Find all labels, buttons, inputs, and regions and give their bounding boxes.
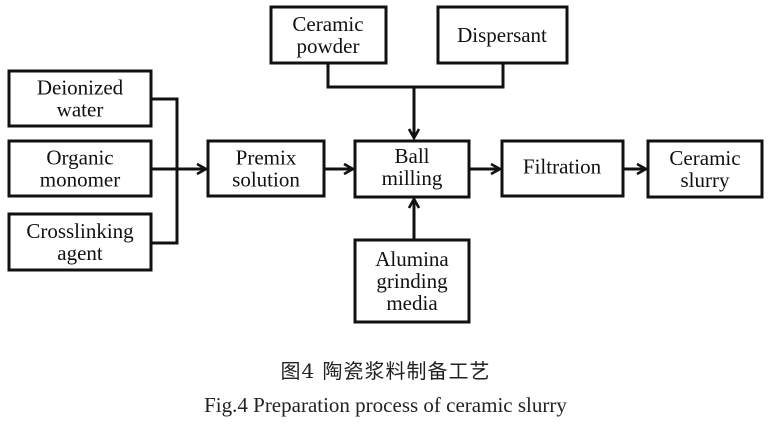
node-label-line: Ball (395, 144, 430, 168)
node-label-line: powder (297, 34, 360, 58)
connectors (151, 63, 646, 245)
node-label-line: Dispersant (457, 23, 547, 47)
node-label: Dispersant (457, 23, 547, 47)
node-label-line: Organic (46, 146, 113, 170)
node-label-line: Deionized (37, 76, 124, 100)
figure-caption-chinese: 图4 陶瓷浆料制备工艺 (280, 359, 491, 383)
node-label-line: solution (232, 168, 300, 192)
node-label-line: water (57, 98, 104, 122)
connector-top-join (326, 63, 505, 89)
figure-caption-english: Fig.4 Preparation process of ceramic slu… (204, 393, 567, 417)
node-label-line: agent (57, 241, 103, 265)
node-label-line: media (386, 291, 438, 315)
node-label: Filtration (523, 155, 602, 179)
node-filtration: Filtration (500, 139, 625, 198)
node-label-line: slurry (681, 168, 730, 192)
node-label-line: grinding (376, 269, 448, 293)
node-dispersant: Dispersant (436, 5, 569, 65)
node-label-line: monomer (40, 168, 120, 192)
node-label-line: Ceramic (669, 146, 740, 170)
node-label-line: Alumina (375, 247, 449, 271)
node-label-line: Filtration (523, 155, 602, 179)
node-label-line: milling (382, 166, 443, 190)
node-label-line: Ceramic (292, 12, 363, 36)
node-label-line: Premix (236, 146, 297, 170)
node-label-line: Crosslinking (26, 219, 134, 243)
